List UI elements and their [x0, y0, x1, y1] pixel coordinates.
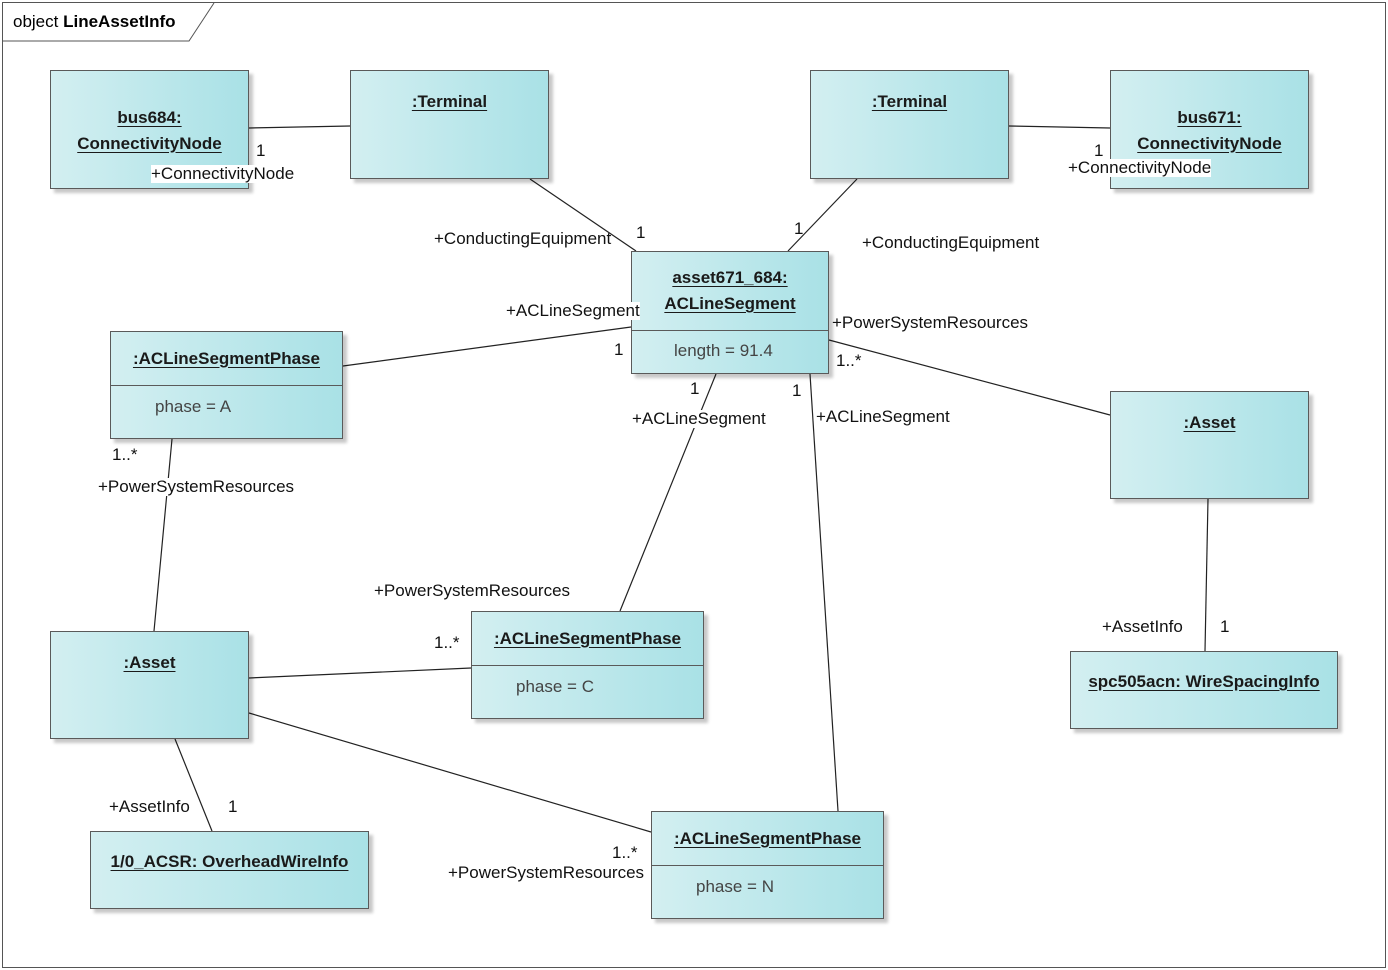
role-label: +ConnectivityNode [151, 164, 295, 183]
link-asset-left-phase-c[interactable] [248, 667, 472, 679]
link-bus684-terminal[interactable] [248, 125, 351, 129]
role-label: +PowerSystemResources [832, 313, 1029, 332]
role-label: +ACLineSegment [632, 409, 766, 428]
object-terminal-right[interactable]: :Terminal [810, 70, 1009, 179]
link-asset-left-overheadwire[interactable] [174, 738, 213, 832]
link-segment-asset-right[interactable] [828, 339, 1111, 416]
role-label: +AssetInfo [109, 797, 190, 816]
object-name: :ACLineSegmentPhase [673, 828, 862, 848]
link-phase-a-asset-left[interactable] [153, 438, 173, 632]
role-label: +ConductingEquipment [862, 233, 1040, 252]
attribute-length: length = 91.4 [674, 341, 773, 360]
link-terminal-bus671[interactable] [1008, 125, 1111, 129]
object-name: :ACLineSegmentPhase [132, 348, 321, 368]
object-1-0-acsr-overheadwireinfo[interactable]: 1/0_ACSR: OverheadWireInfo [90, 831, 369, 909]
multiplicity-label: 1 [256, 141, 266, 160]
object-aclinesegmentphase-c[interactable]: :ACLineSegmentPhase phase = C [471, 611, 704, 719]
object-name-line2: ConnectivityNode [77, 133, 222, 153]
role-label: +PowerSystemResources [374, 581, 571, 600]
frame-title-tab [3, 3, 215, 42]
object-name: 1/0_ACSR: OverheadWireInfo [110, 852, 349, 871]
multiplicity-label: 1 [1094, 141, 1104, 160]
multiplicity-label: 1..* [836, 351, 862, 370]
object-name-line1: bus671: [1177, 107, 1242, 127]
attribute-phase: phase = N [696, 877, 774, 896]
link-terminal-right-segment[interactable] [787, 178, 858, 252]
link-asset-left-phase-n[interactable] [248, 712, 652, 833]
link-phase-a-segment[interactable] [342, 326, 632, 367]
object-name: spc505acn: WireSpacingInfo [1088, 672, 1320, 691]
frame-keyword: object [13, 12, 59, 31]
multiplicity-label: 1 [792, 381, 802, 400]
multiplicity-label: 1 [614, 340, 624, 359]
object-asset671-684-aclinesegment[interactable]: asset671_684: ACLineSegment length = 91.… [631, 251, 829, 374]
frame-name: LineAssetInfo [63, 12, 176, 31]
multiplicity-label: 1..* [112, 445, 138, 464]
object-name: :Terminal [871, 92, 948, 111]
object-name: :Asset [123, 653, 176, 672]
frame-title: object LineAssetInfo [13, 12, 176, 32]
attribute-phase: phase = A [155, 397, 232, 416]
object-name-line2: ACLineSegment [664, 294, 796, 313]
link-asset-right-wirespacing[interactable] [1204, 498, 1209, 652]
object-aclinesegmentphase-n[interactable]: :ACLineSegmentPhase phase = N [651, 811, 884, 919]
attribute-phase: phase = C [516, 677, 594, 696]
object-aclinesegmentphase-a[interactable]: :ACLineSegmentPhase phase = A [110, 331, 343, 439]
multiplicity-label: 1..* [434, 633, 460, 652]
multiplicity-label: 1 [794, 219, 804, 238]
object-name-line2: ConnectivityNode [1137, 133, 1282, 153]
role-label: +PowerSystemResources [448, 863, 645, 882]
object-asset-right[interactable]: :Asset [1110, 391, 1309, 499]
object-name-line1: asset671_684: [672, 268, 788, 287]
multiplicity-label: 1 [636, 223, 646, 242]
object-asset-left[interactable]: :Asset [50, 631, 249, 739]
role-label: +PowerSystemResources [98, 477, 295, 496]
multiplicity-label: 1 [228, 797, 238, 816]
object-name: :ACLineSegmentPhase [493, 628, 682, 648]
link-segment-phase-n[interactable] [809, 373, 839, 812]
role-label: +ACLineSegment [506, 301, 640, 320]
multiplicity-label: 1..* [612, 843, 638, 862]
role-label: +ACLineSegment [816, 407, 950, 426]
object-name: :Terminal [411, 92, 488, 111]
link-terminal-left-segment[interactable] [529, 178, 637, 252]
object-spc505acn-wirespacinginfo[interactable]: spc505acn: WireSpacingInfo [1070, 651, 1338, 729]
object-terminal-left[interactable]: :Terminal [350, 70, 549, 179]
role-label: +AssetInfo [1102, 617, 1183, 636]
multiplicity-label: 1 [690, 379, 700, 398]
role-label: +ConnectivityNode [1068, 158, 1212, 177]
object-name: :Asset [1183, 413, 1236, 432]
role-label: +ConductingEquipment [434, 229, 612, 248]
object-name-line1: bus684: [117, 107, 182, 127]
multiplicity-label: 1 [1220, 617, 1230, 636]
